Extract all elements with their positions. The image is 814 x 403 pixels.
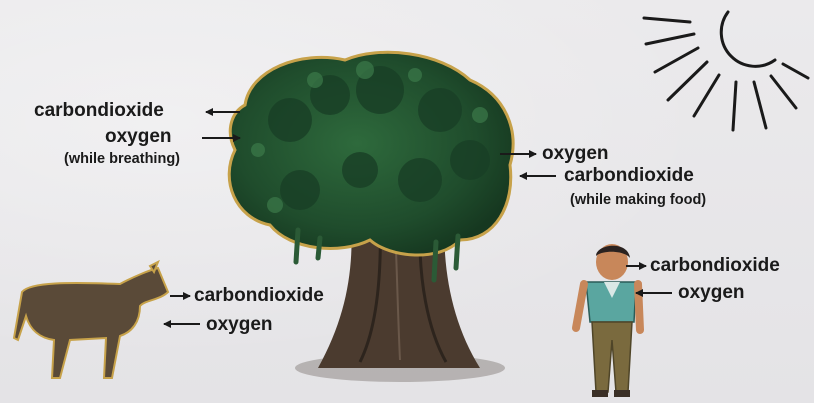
cow-o2-label: oxygen bbox=[206, 315, 273, 334]
tree-right-co2-label: carbondioxide bbox=[564, 166, 694, 185]
boy-co2-label: carbondioxide bbox=[650, 256, 780, 275]
tree-right-note: (while making food) bbox=[570, 193, 706, 208]
cow-icon bbox=[14, 262, 168, 378]
tree-left-o2-label: oxygen bbox=[105, 127, 172, 146]
tree-right-o2-label: oxygen bbox=[542, 144, 609, 163]
boy-o2-label: oxygen bbox=[678, 283, 745, 302]
sun-icon bbox=[644, 12, 808, 130]
tree-left-note: (while breathing) bbox=[64, 152, 180, 167]
cow-co2-label: carbondioxide bbox=[194, 286, 324, 305]
tree-left-co2-label: carbondioxide bbox=[34, 101, 164, 120]
